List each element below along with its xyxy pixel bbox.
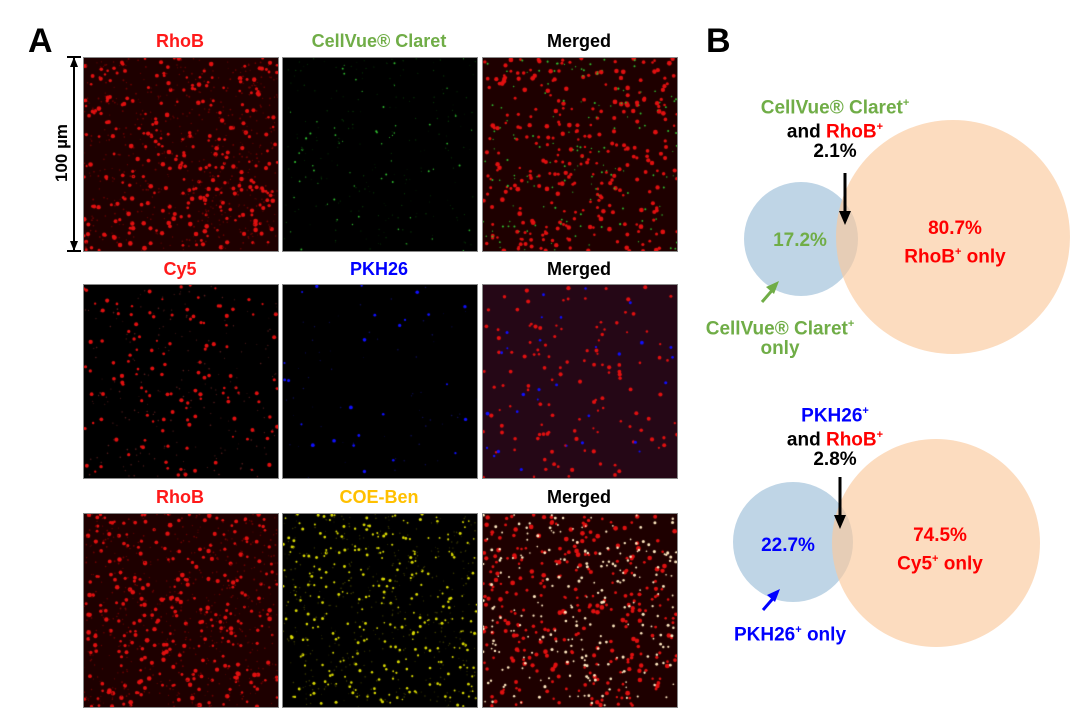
image-label: PKH26: [349, 259, 409, 279]
venn1-overlap-value: 2.1%: [813, 141, 857, 162]
panel-a-letter: A: [28, 22, 53, 60]
venn1-rhob: RhoB: [825, 121, 877, 143]
venn2-left-label: PKH26+ only: [733, 624, 847, 646]
venn2-right-value: 74.5%: [913, 525, 967, 546]
venn2-overlap-value: 2.8%: [813, 449, 857, 470]
micrograph-red: [83, 513, 279, 708]
venn2-right-circle: [832, 439, 1040, 647]
venn1-right-value: 80.7%: [928, 218, 982, 239]
micrograph-green: [282, 57, 478, 252]
micrograph-red: [83, 57, 279, 252]
scale-bar: [67, 56, 81, 252]
image-label: CellVue® Claret: [311, 31, 447, 51]
image-label: Merged: [546, 487, 611, 507]
image-label: Merged: [546, 259, 611, 279]
image-label: COE-Ben: [339, 487, 419, 507]
venn1-right-circle: [836, 120, 1070, 354]
venn1-right-label: RhoB+ only: [904, 246, 1006, 268]
venn2-right-label: Cy5+ only: [897, 553, 983, 575]
image-label: Merged: [546, 31, 611, 51]
venn2-rhob: RhoB: [825, 429, 877, 451]
venn1-left-label: CellVue® Claret+: [705, 318, 855, 340]
micrograph-merged-rb: [482, 284, 678, 479]
venn1-overlap-title: CellVue® Claret+: [760, 97, 910, 119]
venn1-left-label-only: only: [760, 338, 800, 359]
micrograph-blue: [282, 284, 478, 479]
micrograph-yellow: [282, 513, 478, 708]
venn2-and: and: [786, 429, 821, 451]
image-label: Cy5: [163, 259, 197, 279]
image-label: RhoB: [156, 31, 204, 51]
panel-b-letter: B: [706, 22, 731, 60]
venn2-overlap-title: PKH26+: [801, 405, 869, 427]
micrograph-merged-ry: [482, 513, 678, 708]
micrograph-merged-rg: [482, 57, 678, 252]
image-label: RhoB: [156, 487, 204, 507]
venn1-left-value: 17.2%: [773, 230, 827, 251]
micrograph-red-sparse: [83, 284, 279, 479]
venn2-left-circle: [733, 482, 853, 602]
venn1-and: and: [786, 121, 821, 143]
venn2-left-value: 22.7%: [761, 535, 815, 556]
venn1-left-circle: [744, 182, 858, 296]
